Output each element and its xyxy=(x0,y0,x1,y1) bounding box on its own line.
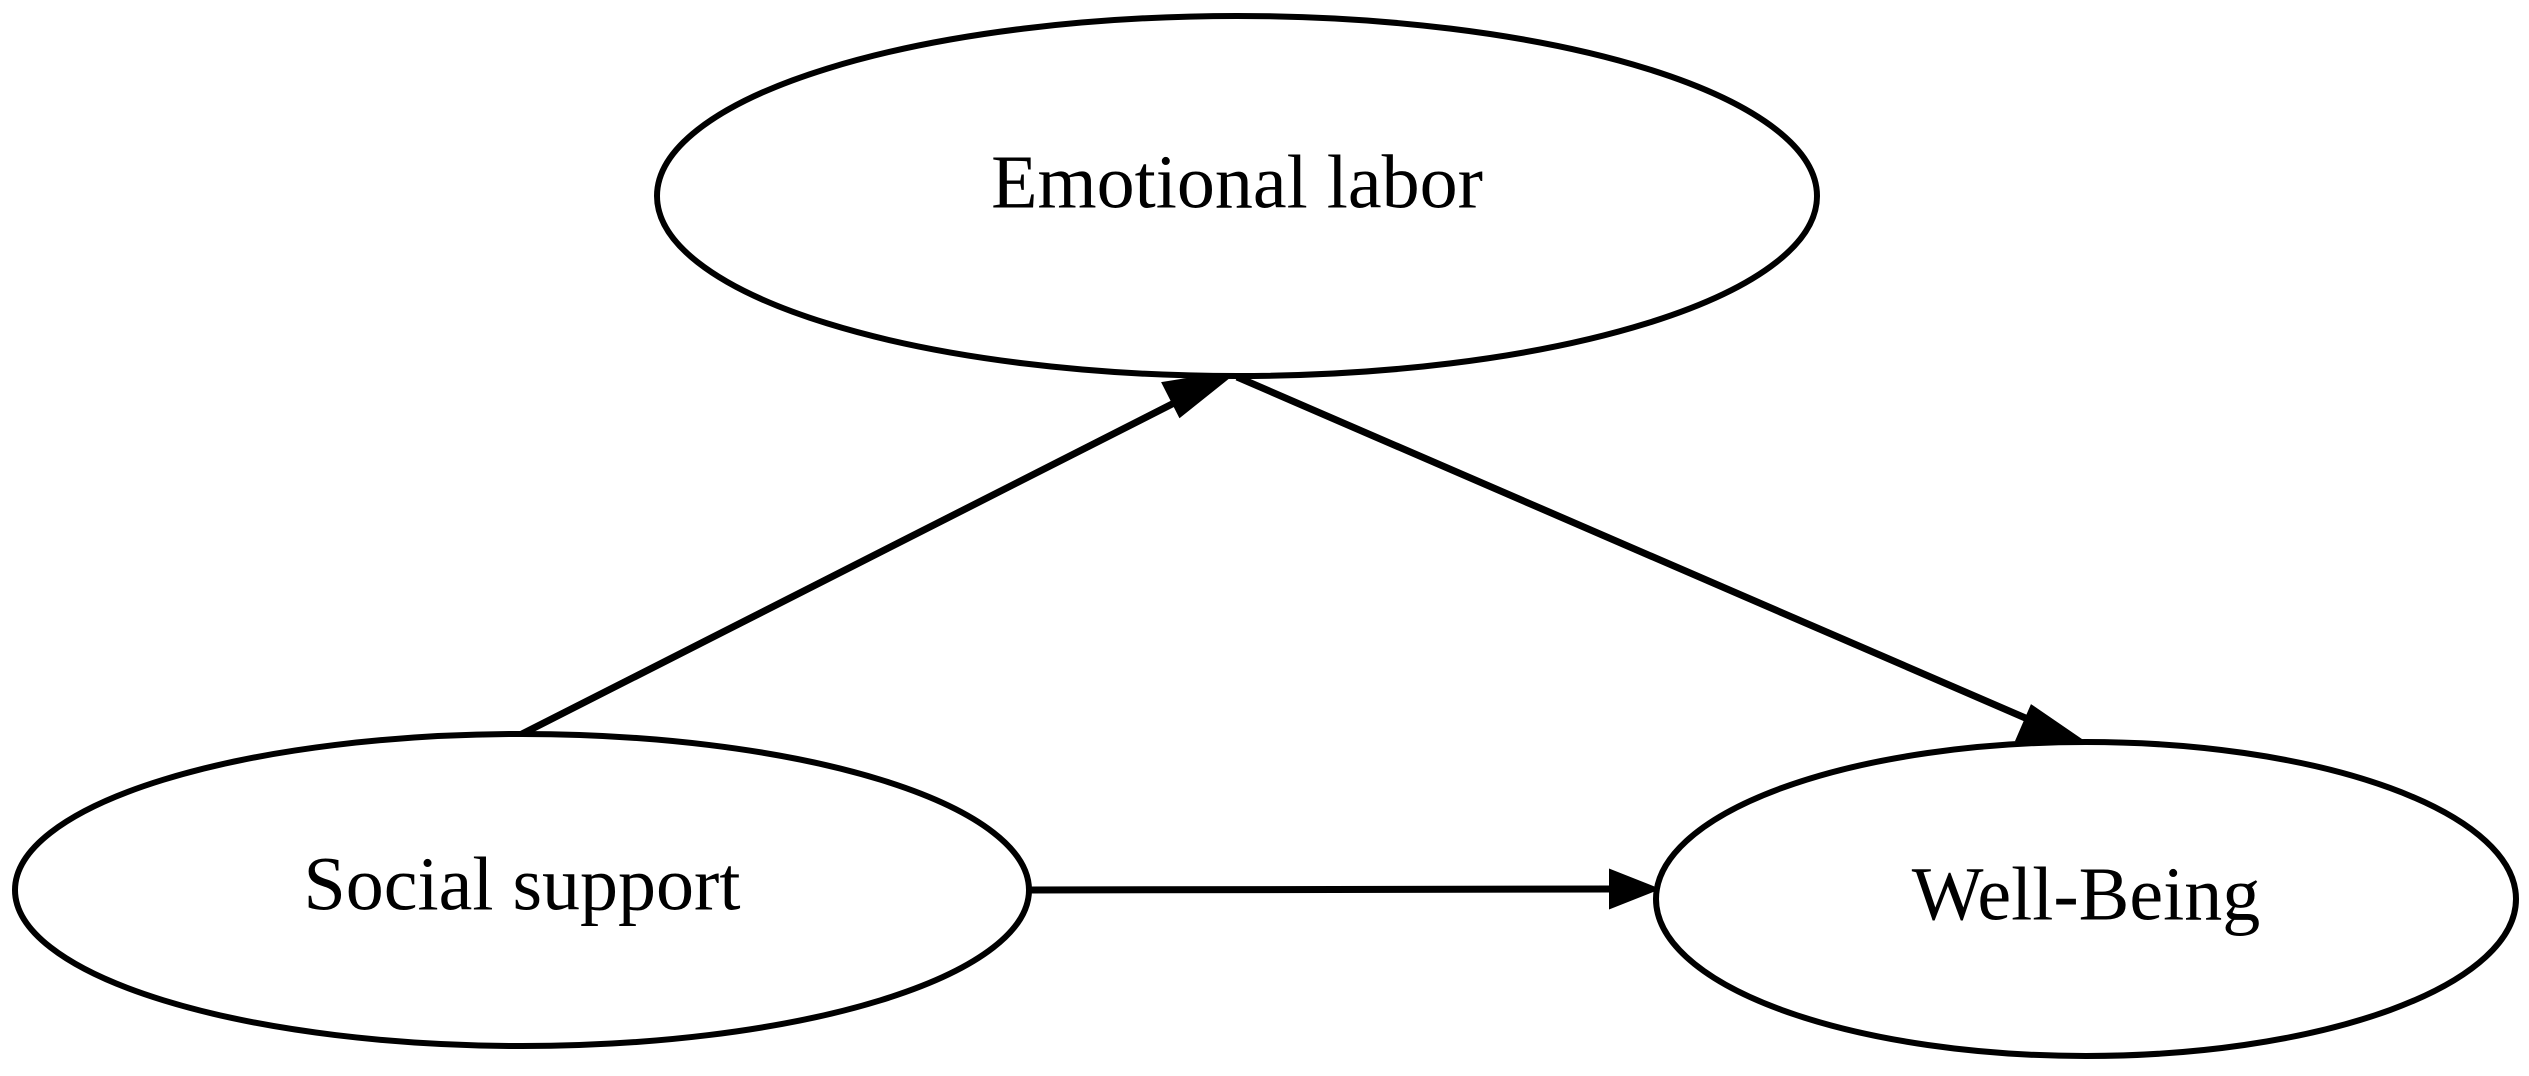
edge-social-support-to-emotional-labor xyxy=(520,369,1241,738)
node-label-well-being: Well-Being xyxy=(1912,852,2260,936)
node-label-social-support: Social support xyxy=(304,842,741,926)
edge-line xyxy=(520,396,1182,738)
node-emotional-labor: Emotional labor xyxy=(654,13,1820,379)
node-ellipse xyxy=(12,731,1032,1049)
node-ellipse xyxy=(654,13,1820,379)
edge-emotional-labor-to-well-being xyxy=(1235,373,2090,745)
arrowhead-icon xyxy=(2014,704,2090,745)
node-well-being: Well-Being xyxy=(1653,739,2519,1059)
edge-line xyxy=(1029,885,1611,894)
arrowhead-icon xyxy=(1609,868,1661,910)
edge-social-support-to-well-being xyxy=(1029,868,1661,910)
edge-line xyxy=(1235,373,2032,724)
node-ellipse xyxy=(1653,739,2519,1059)
node-label-emotional-labor: Emotional labor xyxy=(991,140,1483,224)
node-social-support: Social support xyxy=(12,731,1032,1049)
